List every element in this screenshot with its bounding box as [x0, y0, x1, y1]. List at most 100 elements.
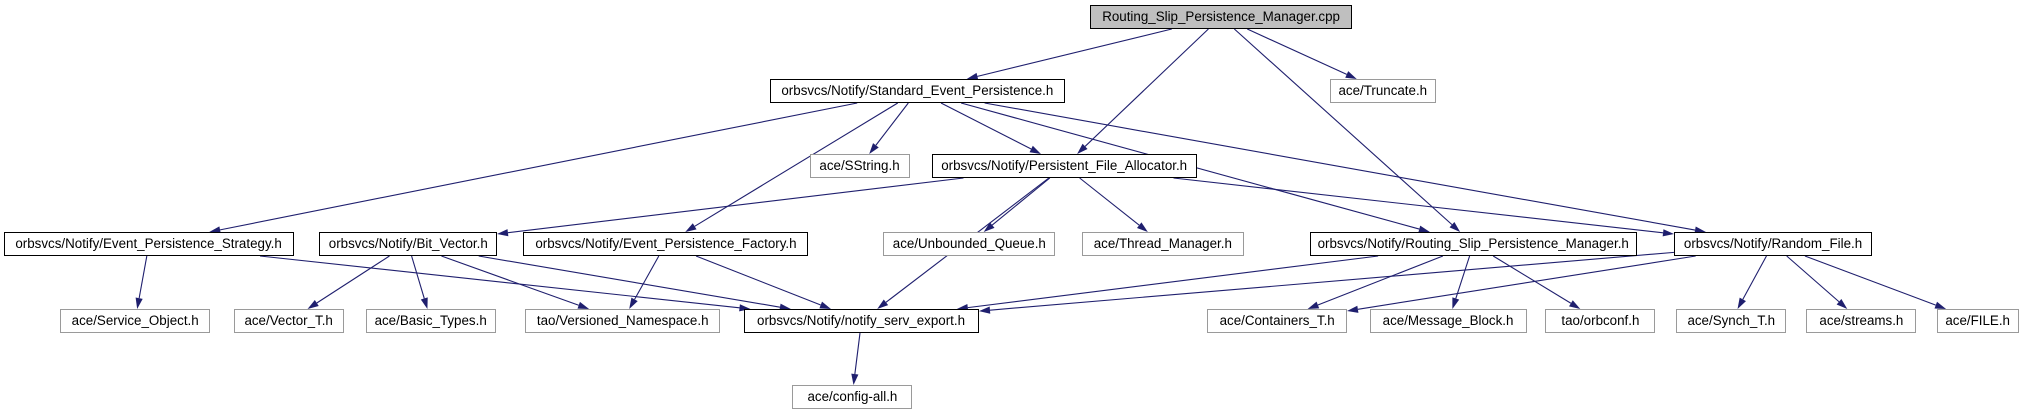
graph-node-label: ace/SString.h [819, 158, 901, 174]
graph-edge-randf-to-nse [989, 251, 1675, 311]
graph-edge-std_ev-to-sstring [875, 102, 909, 146]
graph-node-label: ace/config-all.h [807, 389, 897, 405]
graph-node-verns[interactable]: tao/Versioned_Namespace.h [525, 309, 720, 333]
graph-node-label: ace/Synch_T.h [1687, 313, 1775, 329]
graph-node-svcobj[interactable]: ace/Service_Object.h [60, 309, 210, 333]
graph-edge-root-to-pfa [1084, 28, 1209, 147]
graph-node-rspm[interactable]: orbsvcs/Notify/Routing_Slip_Persistence_… [1310, 232, 1637, 256]
graph-arrowhead-randf-to-cont [1347, 305, 1359, 313]
graph-arrowhead-pfa-to-randf [1662, 229, 1674, 237]
graph-node-label: orbsvcs/Notify/Random_File.h [1683, 236, 1863, 252]
graph-node-cfgall[interactable]: ace/config-all.h [792, 385, 912, 409]
graph-node-filehdr[interactable]: ace/FILE.h [1937, 309, 2019, 333]
graph-node-eps[interactable]: orbsvcs/Notify/Event_Persistence_Strateg… [4, 232, 294, 256]
graph-node-streams[interactable]: ace/streams.h [1806, 309, 1916, 333]
graph-node-label: Routing_Slip_Persistence_Manager.cpp [1102, 9, 1340, 25]
graph-edge-std_ev-to-eps [219, 102, 858, 231]
graph-node-randf[interactable]: orbsvcs/Notify/Random_File.h [1674, 232, 1872, 256]
graph-node-label: orbsvcs/Notify/Routing_Slip_Persistence_… [1317, 236, 1630, 252]
graph-node-label: ace/FILE.h [1945, 313, 2011, 329]
graph-edge-epf-to-verns [634, 255, 660, 300]
graph-node-basict[interactable]: ace/Basic_Types.h [366, 309, 496, 333]
graph-edge-randf-to-streams [1786, 255, 1840, 303]
graph-node-label: orbsvcs/Notify/Bit_Vector.h [328, 236, 488, 252]
graph-edge-bitvec-to-basict [411, 255, 425, 299]
graph-node-label: ace/Basic_Types.h [374, 313, 488, 329]
graph-arrowhead-std_ev-to-sstring [869, 143, 879, 154]
graph-edge-nse-to-cfgall [854, 332, 861, 375]
graph-arrowhead-randf-to-filehdr [1934, 301, 1947, 309]
graph-node-orbconf[interactable]: tao/orbconf.h [1545, 309, 1655, 333]
graph-arrowhead-eps-to-svcobj [135, 297, 143, 309]
graph-edge-rspm-to-nse [967, 255, 1379, 309]
graph-node-bitvec[interactable]: orbsvcs/Notify/Bit_Vector.h [319, 232, 497, 256]
graph-arrowhead-epf-to-nse [819, 301, 831, 309]
graph-node-label: ace/Thread_Manager.h [1093, 236, 1233, 252]
graph-node-synch[interactable]: ace/Synch_T.h [1676, 309, 1786, 333]
graph-edge-rspm-to-msgblk [1455, 255, 1471, 299]
graph-arrowhead-bitvec-to-vect [307, 300, 319, 309]
graph-node-label: orbsvcs/Notify/Event_Persistence_Strateg… [15, 236, 283, 252]
graph-arrowhead-pfa-to-thrmgr [1136, 222, 1148, 232]
graph-arrowhead-bitvec-to-basict [420, 297, 428, 309]
graph-arrowhead-bitvec-to-verns [577, 301, 590, 309]
graph-arrowhead-epf-to-verns [629, 297, 638, 309]
graph-node-std_ev[interactable]: orbsvcs/Notify/Standard_Event_Persistenc… [770, 79, 1065, 103]
graph-node-label: ace/Truncate.h [1338, 83, 1428, 99]
graph-arrowhead-randf-to-streams [1836, 299, 1848, 309]
graph-node-epf[interactable]: orbsvcs/Notify/Event_Persistence_Factory… [523, 232, 808, 256]
graph-node-label: ace/Unbounded_Queue.h [892, 236, 1046, 252]
graph-node-msgblk[interactable]: ace/Message_Block.h [1370, 309, 1527, 333]
graph-edge-randf-to-filehdr [1804, 255, 1936, 306]
graph-edge-std_ev-to-pfa [940, 102, 1032, 150]
graph-node-cont[interactable]: ace/Containers_T.h [1207, 309, 1347, 333]
graph-edge-root-to-std_ev [977, 28, 1172, 77]
graph-edge-pfa-to-unbq [991, 177, 1051, 226]
graph-node-sstring[interactable]: ace/SString.h [810, 154, 910, 178]
graph-edge-randf-to-cont [1357, 255, 1696, 310]
graph-node-root[interactable]: Routing_Slip_Persistence_Manager.cpp [1090, 5, 1352, 29]
graph-node-pfa[interactable]: orbsvcs/Notify/Persistent_File_Allocator… [932, 154, 1197, 178]
graph-node-trunc[interactable]: ace/Truncate.h [1330, 79, 1436, 103]
graph-arrowhead-pfa-to-bitvec [497, 229, 509, 237]
graph-arrowhead-rspm-to-orbconf [1569, 300, 1581, 309]
graph-node-label: ace/Containers_T.h [1219, 313, 1335, 329]
graph-arrowhead-root-to-rspm [1449, 221, 1461, 232]
graph-node-label: orbsvcs/Notify/Persistent_File_Allocator… [941, 158, 1188, 174]
graph-arrowhead-pfa-to-nse [877, 299, 889, 309]
graph-arrowhead-root-to-trunc [1345, 71, 1357, 79]
graph-node-vect[interactable]: ace/Vector_T.h [234, 309, 344, 333]
graph-node-label: orbsvcs/Notify/Standard_Event_Persistenc… [781, 83, 1054, 99]
graph-arrowhead-rspm-to-msgblk [1452, 297, 1460, 309]
graph-edge-rspm-to-orbconf [1492, 255, 1572, 304]
graph-node-label: tao/Versioned_Namespace.h [536, 313, 709, 329]
graph-edge-randf-to-synch [1742, 255, 1767, 300]
graph-edge-pfa-to-thrmgr [1079, 177, 1140, 226]
graph-edge-rspm-to-cont [1317, 255, 1444, 306]
graph-node-label: ace/Service_Object.h [71, 313, 199, 329]
graph-edge-pfa-to-bitvec [507, 177, 964, 234]
graph-node-nse[interactable]: orbsvcs/Notify/notify_serv_export.h [744, 309, 979, 333]
graph-edge-bitvec-to-vect [316, 255, 390, 304]
graph-arrowhead-std_ev-to-epf [685, 223, 697, 232]
graph-edge-root-to-trunc [1247, 28, 1347, 75]
graph-edge-pfa-to-randf [1173, 177, 1664, 234]
graph-edge-epf-to-nse [695, 255, 821, 306]
graph-node-unbq[interactable]: ace/Unbounded_Queue.h [883, 232, 1055, 256]
graph-edge-eps-to-svcobj [138, 255, 148, 299]
graph-arrowhead-rspm-to-cont [1307, 301, 1320, 309]
graph-node-label: ace/Vector_T.h [244, 313, 334, 329]
graph-arrowhead-nse-to-cfgall [851, 373, 859, 385]
graph-node-label: orbsvcs/Notify/Event_Persistence_Factory… [534, 236, 797, 252]
graph-node-label: orbsvcs/Notify/notify_serv_export.h [757, 313, 966, 329]
graph-arrowhead-randf-to-nse [979, 306, 991, 314]
graph-arrowhead-root-to-pfa [1077, 143, 1088, 154]
graph-node-thrmgr[interactable]: ace/Thread_Manager.h [1082, 232, 1244, 256]
graph-node-label: ace/Message_Block.h [1383, 313, 1514, 329]
graph-arrowhead-randf-to-synch [1737, 297, 1746, 309]
graph-node-label: tao/orbconf.h [1560, 313, 1640, 329]
graph-edge-bitvec-to-nse [478, 255, 781, 308]
graph-node-label: ace/streams.h [1819, 313, 1903, 329]
